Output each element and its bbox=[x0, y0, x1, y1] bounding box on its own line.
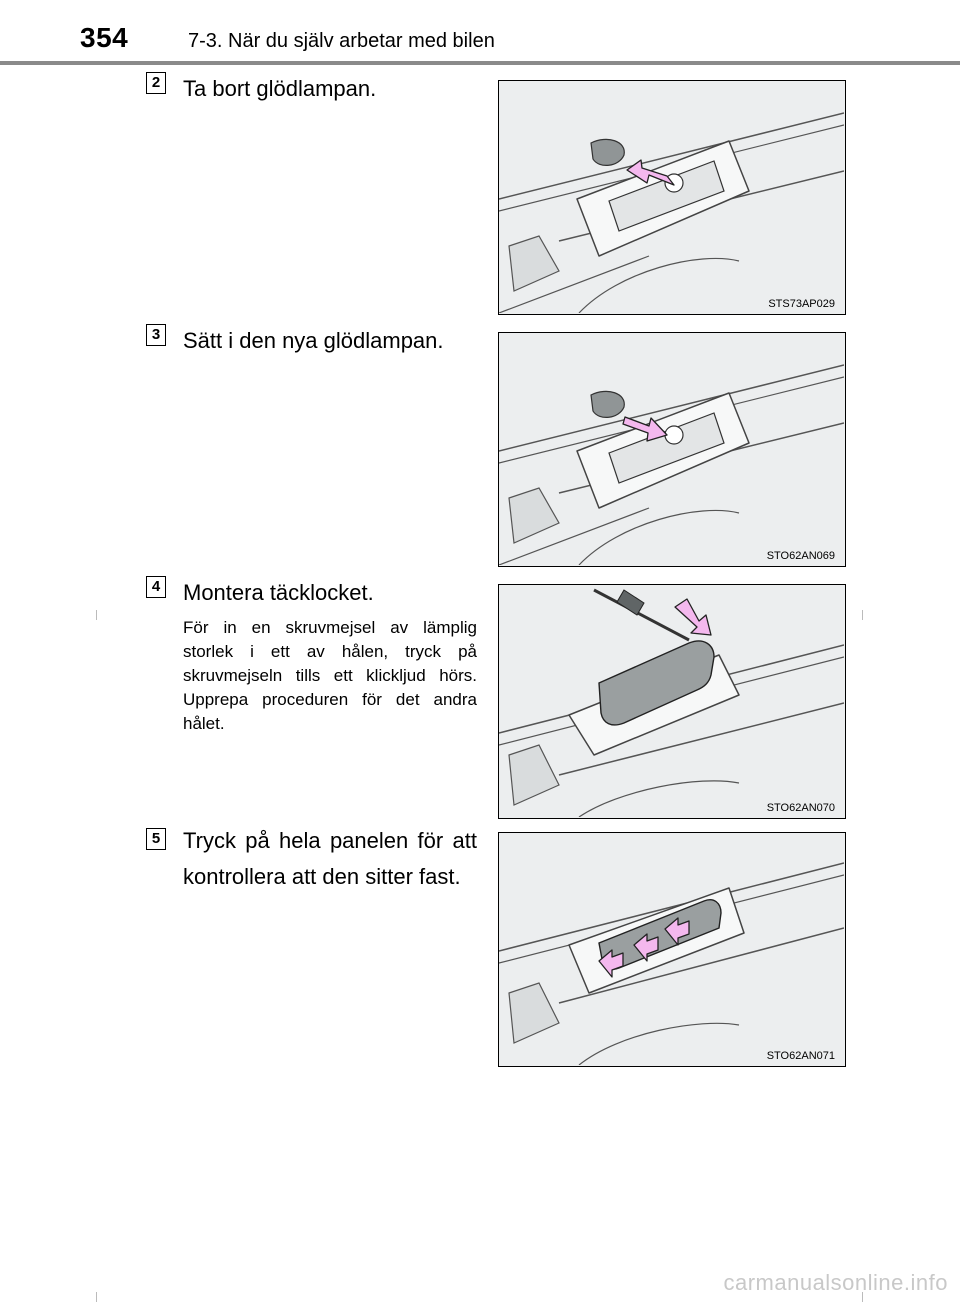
step-heading: Sätt i den nya glödlampan. bbox=[183, 328, 444, 353]
step-number-badge: 5 bbox=[146, 828, 166, 850]
step-heading: Montera täcklocket. bbox=[183, 580, 374, 605]
step-number-badge: 3 bbox=[146, 324, 166, 346]
watermark: carmanualsonline.info bbox=[723, 1270, 948, 1295]
figure-code: STO62AN069 bbox=[764, 550, 837, 562]
page-number: 354 bbox=[80, 22, 129, 53]
step-number-badge: 4 bbox=[146, 576, 166, 598]
figure-code: STO62AN071 bbox=[764, 1050, 837, 1062]
step-note: För in en skruvmejsel av lämplig storlek… bbox=[183, 618, 477, 733]
illustration-insert-bulb bbox=[499, 364, 844, 565]
figure-insert-bulb: STO62AN069 bbox=[498, 332, 846, 567]
step-heading: Ta bort glödlampan. bbox=[183, 76, 377, 101]
crop-mark bbox=[862, 610, 863, 620]
header-rule bbox=[0, 61, 960, 65]
crop-mark bbox=[862, 1292, 863, 1302]
figure-install-cover: STO62AN070 bbox=[498, 584, 846, 819]
section-title: 7-3. När du själv arbetar med bilen bbox=[188, 30, 495, 52]
crop-mark bbox=[96, 610, 97, 620]
figure-code: STS73AP029 bbox=[766, 298, 837, 310]
step-heading: Tryck på hela panelen för att kontroller… bbox=[183, 828, 477, 889]
figure-press-panel: STO62AN071 bbox=[498, 832, 846, 1067]
figure-code: STO62AN070 bbox=[764, 802, 837, 814]
page-header: 354 7-3. När du själv arbetar med bilen bbox=[0, 0, 960, 66]
illustration-install-cover bbox=[499, 588, 844, 817]
figure-remove-bulb: STS73AP029 bbox=[498, 80, 846, 315]
step-number-badge: 2 bbox=[146, 72, 166, 94]
illustration-remove-bulb bbox=[499, 112, 844, 313]
crop-mark bbox=[96, 1292, 97, 1302]
illustration-press-panel bbox=[499, 862, 844, 1065]
